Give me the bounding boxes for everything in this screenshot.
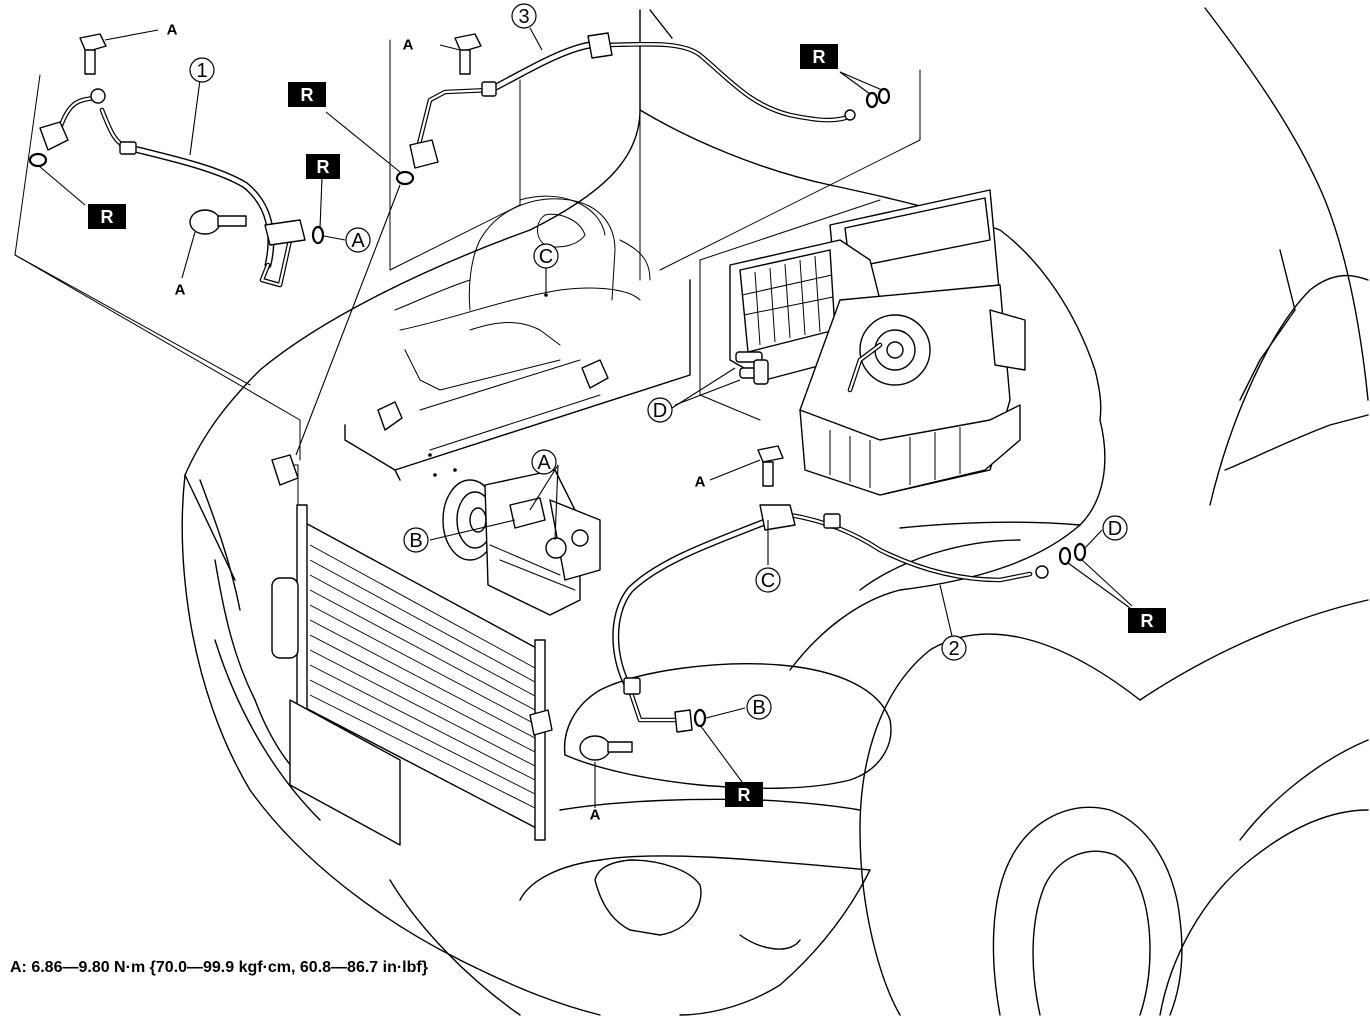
bolt-label-5: A [590,807,601,824]
bolts [79,33,784,761]
callout-ref-a-compressor-text: A [537,452,551,474]
pipe-clamps [271,359,609,736]
o-rings [28,87,1087,728]
vehicle-body [181,7,1369,1016]
callout-part-1: 1 [189,57,215,83]
bolt-label-3: A [403,37,414,54]
hose-part-1 [39,88,306,288]
replace-box-6-text: R [738,785,751,805]
replace-box-2: R [306,154,340,179]
replace-box-4-text: R [813,47,826,67]
bolt-label-1: A [167,22,178,39]
replace-box-1: R [88,204,126,229]
torque-specification-note: A: 6.86—9.80 N·m {70.0—99.9 kgf·cm, 60.8… [10,959,428,976]
callout-ref-b-hose: B [746,694,772,720]
callout-part-1-text: 1 [196,60,207,82]
callout-ref-c-firewall: C [533,243,559,269]
replace-box-5-text: R [1141,611,1154,631]
callout-ref-d-hvac-text: D [653,400,667,422]
exploded-view-frames [14,39,921,461]
engine-compartment [344,195,691,481]
callout-part-3-text: 3 [518,6,529,28]
callout-part-2: 2 [941,635,967,661]
bolt-label-2: A [175,282,186,299]
callout-ref-d-pipe: D [1102,515,1128,541]
callout-ref-a-hose: A [345,227,371,253]
callout-ref-a-compressor: A [531,449,557,475]
replace-box-5: R [1128,608,1166,633]
callout-ref-c-firewall-text: C [539,246,553,268]
callout-ref-c-hose-text: C [761,570,775,592]
pipe-part-3 [409,32,856,169]
callout-ref-b-hose-text: B [752,697,765,719]
callout-ref-a-hose-text: A [351,230,365,252]
callout-ref-b-compressor-text: B [409,530,422,552]
callout-ref-c-hose: C [755,567,781,593]
replace-box-6: R [725,782,763,807]
bolt-label-4: A [695,474,706,491]
replace-box-2-text: R [317,157,330,177]
leader-lines [38,27,1133,808]
callout-ref-d-hvac: D [647,397,673,423]
replace-box-1-text: R [101,207,114,227]
replace-box-3-text: R [301,85,314,105]
callout-ref-d-pipe-text: D [1108,518,1122,540]
compressor [442,469,601,616]
callout-part-2-text: 2 [948,638,959,660]
callout-part-3: 3 [511,3,537,29]
replace-box-4: R [800,44,838,69]
hvac-unit [729,189,1026,496]
replace-box-3: R [288,82,326,107]
callout-ref-b-compressor: B [403,527,429,553]
hose-part-2 [612,504,1049,733]
condenser [271,464,546,846]
